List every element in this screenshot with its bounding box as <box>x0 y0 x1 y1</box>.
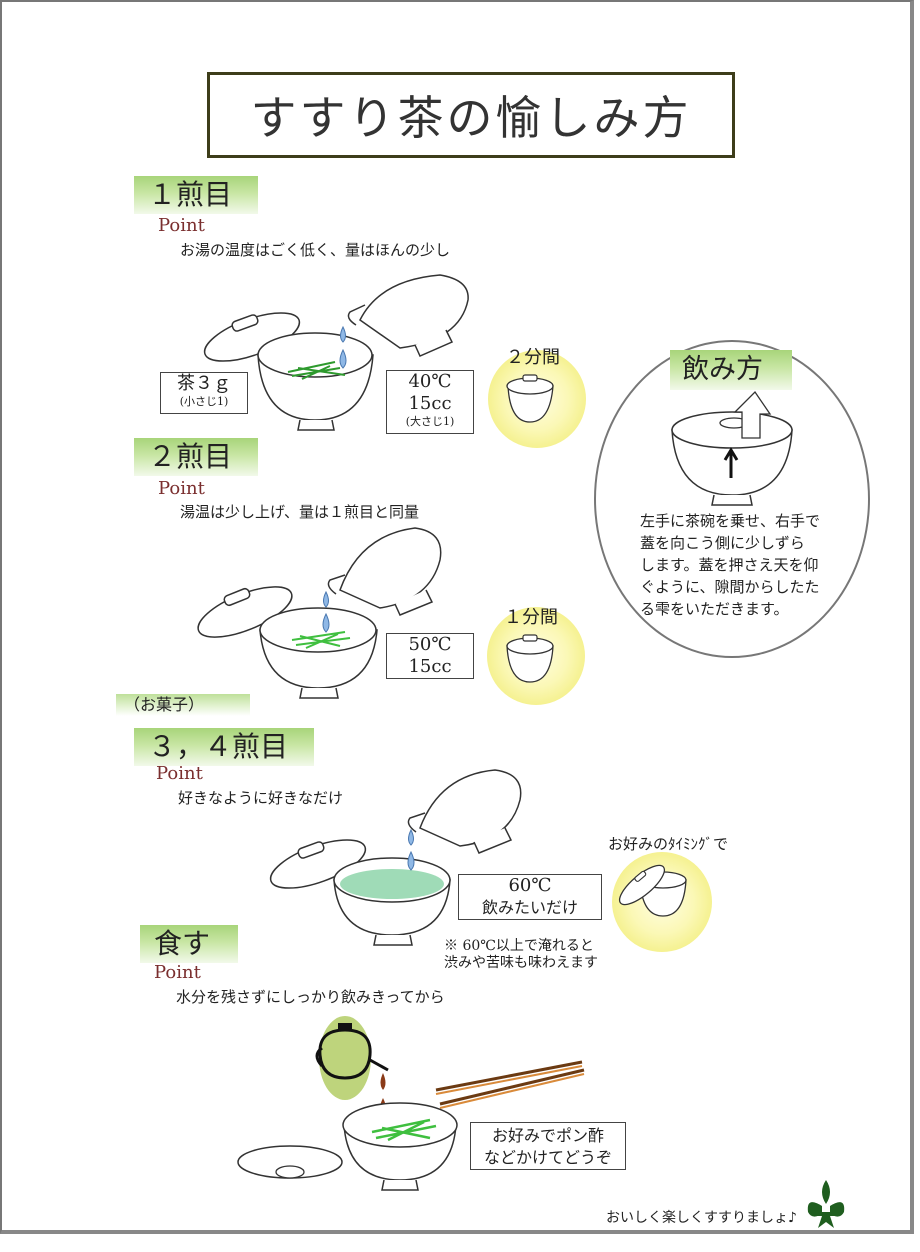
step34-water-drops-icon <box>407 828 415 871</box>
how-to-drink-description: 左手に茶碗を乗せ、右手で 蓋を向こう側に少しずら します。蓋を押さえ天を仰 ぐよ… <box>640 510 840 620</box>
step34-point-label: Point <box>156 763 203 784</box>
how-to-drink-heading: 飲み方 <box>670 350 792 390</box>
step34-water-amount: 飲みたいだけ <box>481 898 578 917</box>
step2-water-drops-icon <box>322 590 330 633</box>
step1-tea-amount-sub: (小さじ1) <box>179 395 229 408</box>
step34-heading: ３，４煎目 <box>134 728 314 766</box>
step1-time: ２分間 <box>506 347 560 368</box>
step2-time: １分間 <box>504 607 558 628</box>
step1-water-volume-sub: (大さじ1) <box>405 415 455 428</box>
eat-point-label: Point <box>154 962 201 983</box>
how-to-drink-line: る雫をいただきます。 <box>640 600 789 618</box>
step2-pouring-cup-icon <box>327 527 442 616</box>
step1-tea-amount: 茶３ｇ <box>177 373 231 394</box>
how-to-drink-line: 蓋を向こう側に少しずら <box>640 534 805 552</box>
page-title: すすり茶の愉しみ方 <box>207 72 735 158</box>
step2-water-box: 50℃ 15cc <box>386 633 474 679</box>
chopsticks-icon <box>435 1060 585 1109</box>
eat-bowl-icon <box>342 1102 458 1191</box>
step1-water-volume: 15cc <box>408 393 452 414</box>
step1-tea-amount-box: 茶３ｇ (小さじ1) <box>160 372 248 414</box>
step34-note: ※ 60℃以上で淹れると 渋みや苦味も味わえます <box>444 938 598 972</box>
eat-point-text: 水分を残さずにしっかり飲みきってから <box>176 988 445 1006</box>
eat-tip-box: お好みでポン酢 などかけてどうぞ <box>470 1122 626 1170</box>
eat-lid-icon <box>237 1145 343 1179</box>
page-frame <box>0 0 914 1234</box>
step2-water-temp: 50℃ <box>408 634 452 655</box>
step1-pouring-cup-icon <box>347 274 469 357</box>
step34-note-line1: ※ 60℃以上で淹れると <box>444 938 594 954</box>
step2-heading: ２煎目 <box>134 438 258 476</box>
sweets-label: （お菓子） <box>116 694 250 716</box>
step34-water-temp: 60℃ <box>508 875 552 896</box>
step34-bowl-icon <box>333 857 451 946</box>
page-title-text: すすり茶の愉しみ方 <box>250 91 692 145</box>
step1-water-box: 40℃ 15cc (大さじ1) <box>386 370 474 434</box>
eat-heading: 食す <box>140 925 238 963</box>
step34-pouring-cup-icon <box>407 769 522 854</box>
step2-point-text: 湯温は少し上げ、量は１煎目と同量 <box>180 503 419 521</box>
step1-point-label: Point <box>158 215 205 236</box>
step2-point-label: Point <box>158 478 205 499</box>
step2-bowl-icon <box>259 607 378 699</box>
footer-text: おいしく楽しくすすりましょ♪ <box>606 1210 797 1226</box>
step1-water-temp: 40℃ <box>408 371 452 392</box>
how-to-drink-line: ぐように、隙間からしたた <box>640 578 820 596</box>
step1-water-drops-icon <box>339 325 347 369</box>
step34-timing: お好みのﾀｲﾐﾝｸﾞで <box>608 835 729 853</box>
step34-lid-icon <box>269 839 367 889</box>
step34-note-line2: 渋みや苦味も味わえます <box>444 955 598 971</box>
eat-tip-line2: などかけてどうぞ <box>483 1148 612 1167</box>
teapot-icon <box>315 1016 389 1100</box>
how-to-drink-panel <box>594 340 870 658</box>
step1-lid-icon <box>203 312 301 362</box>
step1-point-text: お湯の温度はごく低く、量はほんの少し <box>180 241 451 259</box>
step2-water-volume: 15cc <box>408 656 452 677</box>
how-to-drink-line: します。蓋を押さえ天を仰 <box>640 556 819 574</box>
step34-water-box: 60℃ 飲みたいだけ <box>458 874 602 920</box>
step2-lid-icon <box>197 586 293 638</box>
step34-point-text: 好きなように好きなだけ <box>178 789 344 807</box>
step1-heading: １煎目 <box>134 176 258 214</box>
how-to-drink-line: 左手に茶碗を乗せ、右手で <box>640 512 821 530</box>
eat-tip-line1: お好みでポン酢 <box>491 1126 604 1145</box>
